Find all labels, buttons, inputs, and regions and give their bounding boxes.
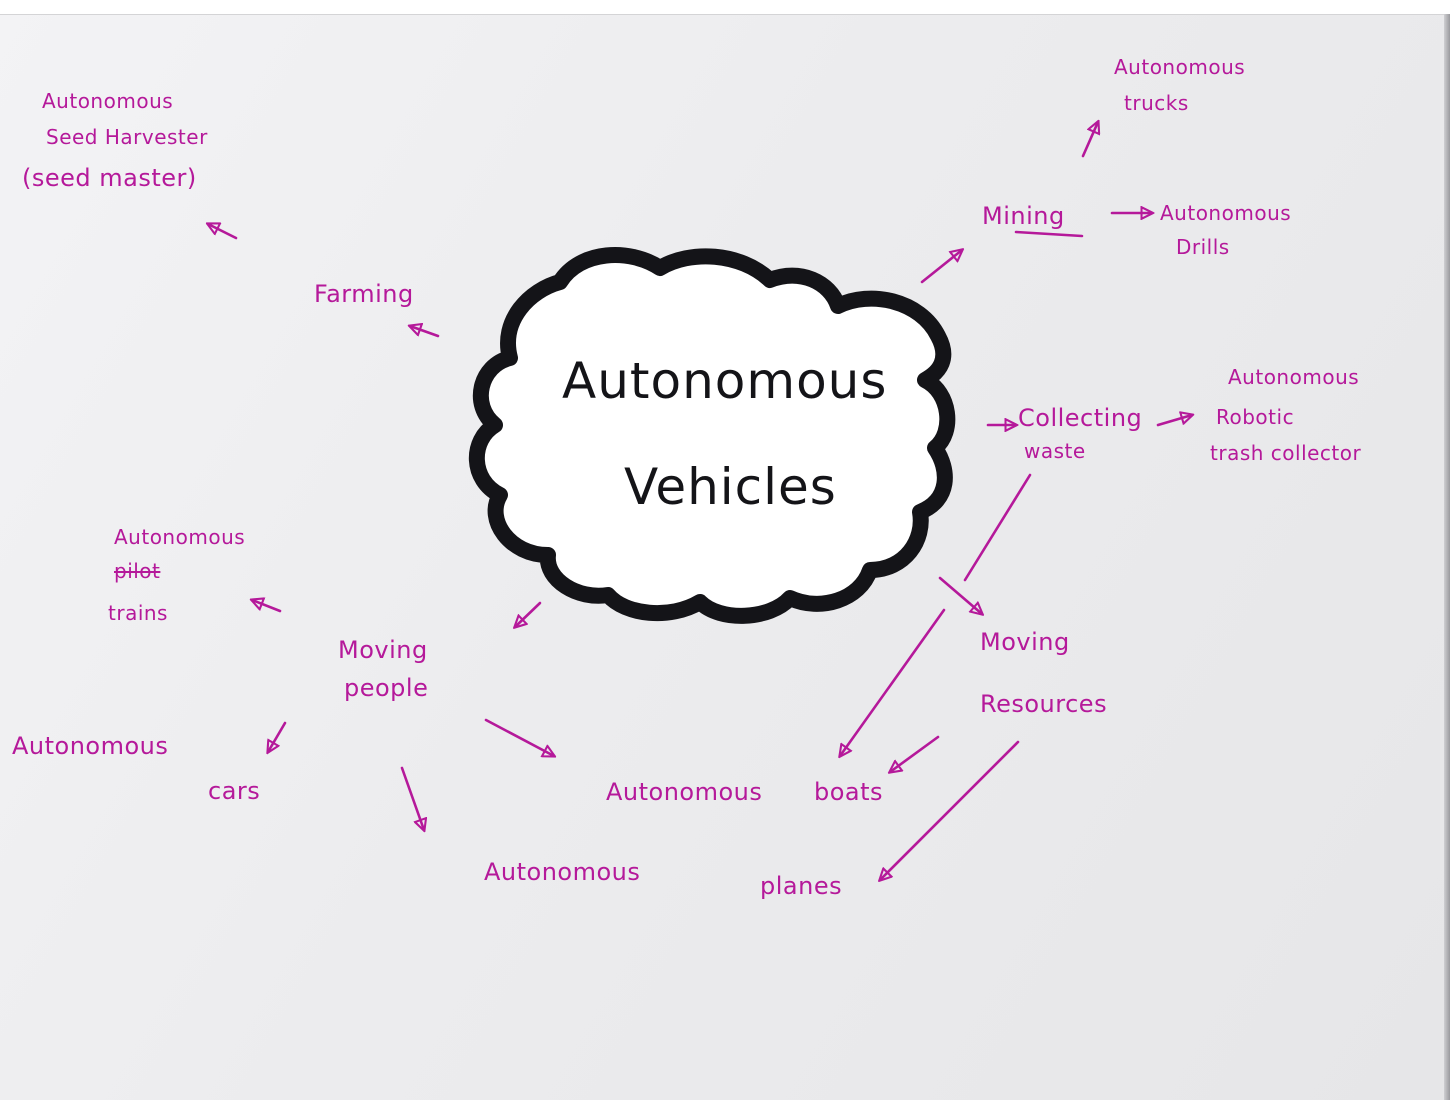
arrow-to-trains <box>252 600 282 613</box>
arrow-to-trucks <box>1081 122 1098 158</box>
node-moving-people-line2: people <box>344 674 429 702</box>
center-title-line1: Autonomous <box>562 352 888 410</box>
arrow-to-boats-long <box>840 608 946 756</box>
node-farming: Farming <box>314 280 414 308</box>
node-trucks-line2: trucks <box>1124 91 1189 115</box>
node-moving-resources-line2: Resources <box>980 690 1108 718</box>
arrow-to-moving-people <box>515 601 542 627</box>
arrow-to-trash-collector <box>1156 415 1192 427</box>
arrow-to-boats-from-people <box>484 718 554 756</box>
arrow-to-moving-resources <box>938 576 982 614</box>
node-trains-line3: trains <box>108 601 168 625</box>
center-cloud <box>468 247 956 624</box>
node-boats-line1: Autonomous <box>606 778 763 806</box>
arrow-to-cars <box>268 721 287 752</box>
underline-mining <box>1014 230 1084 238</box>
node-drills-line2: Drills <box>1176 235 1230 259</box>
arrow-to-boats-from-resources <box>890 735 940 772</box>
node-trains-crossed-word: pilot <box>114 559 161 583</box>
center-title-line2: Vehicles <box>624 458 837 516</box>
arrow-to-mining <box>920 250 962 284</box>
arrow-to-seed-harvester <box>208 224 238 240</box>
node-moving-people-line1: Moving <box>338 636 428 664</box>
node-seed-harvester-line2: Seed Harvester <box>46 125 208 149</box>
node-drills-line1: Autonomous <box>1160 201 1292 225</box>
node-trash-collector-line1: Autonomous <box>1228 365 1360 389</box>
node-planes-line1: Autonomous <box>484 858 641 886</box>
arrows <box>208 122 1192 880</box>
node-moving-resources-line1: Moving <box>980 628 1070 656</box>
node-cars-line2: cars <box>208 777 261 805</box>
node-trash-collector-line2: Robotic <box>1216 405 1295 429</box>
node-mining: Mining <box>982 202 1065 230</box>
node-collecting-line2: waste <box>1024 439 1086 463</box>
arrow-to-planes-from-people <box>400 766 424 830</box>
top-strip <box>0 0 1450 15</box>
node-collecting-line1: Collecting <box>1018 404 1143 432</box>
node-seed-harvester-line1: Autonomous <box>42 89 174 113</box>
node-cars-line1: Autonomous <box>12 732 169 760</box>
arrow-to-farming <box>410 326 440 338</box>
node-planes-line2: planes <box>760 872 843 900</box>
paper-edge-shadow <box>1444 14 1450 1100</box>
node-trash-collector-line3: trash collector <box>1210 441 1362 465</box>
node-boats-line2: boats <box>814 778 884 806</box>
arrow-to-planes-from-resources <box>880 740 1020 880</box>
line-waste-to-resources <box>963 473 1032 582</box>
node-trucks-line1: Autonomous <box>1114 55 1246 79</box>
node-seed-harvester-line3: (seed master) <box>22 164 197 192</box>
node-trains-line1: Autonomous <box>114 525 246 549</box>
